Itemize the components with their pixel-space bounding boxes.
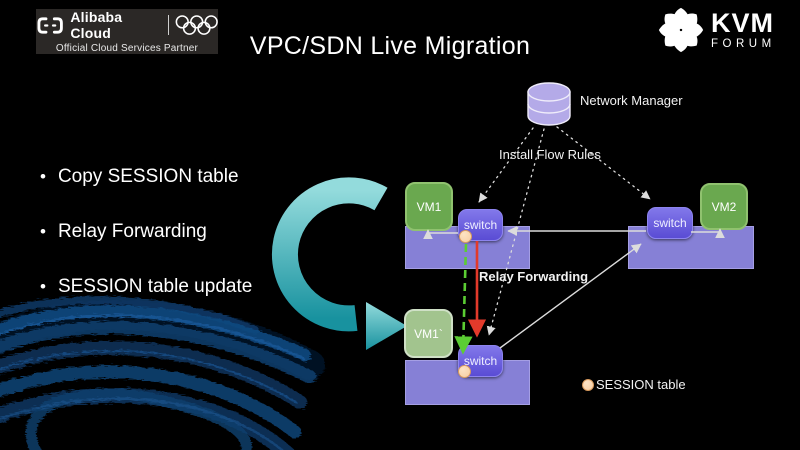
alibaba-partner-badge: Alibaba Cloud Official Cloud Services Pa…	[36, 9, 218, 54]
alibaba-brand: Alibaba Cloud	[70, 9, 123, 41]
switch-destination: switch	[647, 207, 693, 239]
blue-fiber-texture	[0, 296, 325, 450]
badge-divider	[167, 15, 169, 35]
session-dot-migrated	[458, 365, 471, 378]
vm2-box: VM2	[700, 183, 748, 230]
teal-migration-arrow	[272, 177, 407, 350]
kvm-sub: FORUM	[711, 37, 776, 50]
bullet-list: • Copy SESSION table • Relay Forwarding …	[40, 166, 252, 298]
kvm-forum-logo: KVM FORUM	[656, 5, 776, 55]
bullet-dot: •	[40, 167, 46, 186]
vm1-migrated-box: VM1`	[404, 309, 453, 358]
bullet-text: Relay Forwarding	[57, 221, 207, 242]
bullet-item: • Copy SESSION table	[40, 166, 252, 188]
bullet-text: Copy SESSION table	[57, 166, 239, 187]
bullet-dot: •	[40, 277, 46, 296]
legend-session-dot	[582, 379, 594, 391]
vm1-box: VM1	[405, 182, 453, 231]
alibaba-tagline: Official Cloud Services Partner	[55, 43, 199, 54]
slide-title: VPC/SDN Live Migration	[249, 32, 531, 60]
bullet-item: • SESSION table update	[40, 276, 252, 298]
relay-forwarding-label: Relay Forwarding	[479, 269, 589, 284]
alibaba-cloud-icon	[37, 16, 63, 34]
kvm-pinwheel-icon	[658, 7, 704, 53]
session-dot-source	[459, 230, 472, 243]
kvm-name: KVM	[711, 7, 774, 38]
bullet-dot: •	[40, 222, 46, 241]
bullet-text: SESSION table update	[57, 276, 253, 297]
network-manager-cylinder	[527, 82, 571, 126]
olympic-rings-icon	[175, 14, 218, 35]
network-manager-label: Network Manager	[580, 93, 683, 108]
bullet-item: • Relay Forwarding	[40, 221, 252, 243]
install-flow-rules-label: Install Flow Rules	[499, 147, 601, 162]
legend-session-label: SESSION table	[596, 377, 686, 392]
